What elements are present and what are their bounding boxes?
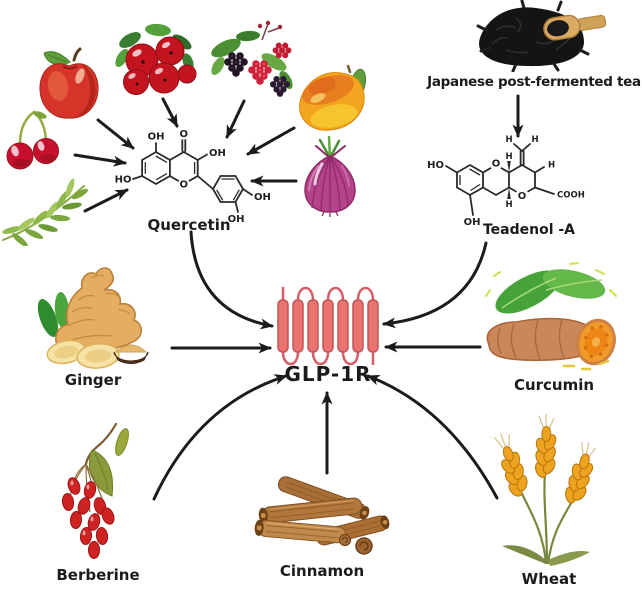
glp1r-receptor-image xyxy=(272,280,388,372)
raspberry xyxy=(248,60,272,85)
mango-image xyxy=(292,64,374,138)
blackberry xyxy=(224,52,248,77)
cranberries-image xyxy=(110,20,198,102)
tea-pile-image xyxy=(466,0,608,72)
teadenol-h-right: H xyxy=(548,161,555,171)
onion-image xyxy=(296,134,364,218)
turmeric-cut-disc xyxy=(576,318,616,366)
wooden-scoop xyxy=(543,14,607,41)
cinnamon-image xyxy=(246,468,398,566)
teadenol-h-bottom: H xyxy=(505,200,512,210)
ginger-image xyxy=(26,252,154,370)
wheat-image xyxy=(484,414,608,568)
berberine-label: Berberine xyxy=(56,566,140,584)
teadenol-ho: HO xyxy=(427,160,444,171)
arrow-teadenol-to-glp1r xyxy=(382,241,488,329)
teadenol-ring-o-bottom: O xyxy=(518,191,527,202)
wheat-label: Wheat xyxy=(521,570,577,588)
quercetin-structure: O O OH HO OH OH OH xyxy=(114,116,274,226)
wheat-ear xyxy=(535,414,557,478)
curcumin-image xyxy=(476,256,626,374)
wheat-ear xyxy=(565,441,597,504)
teadenol-h-methylene-left: H xyxy=(505,135,512,145)
quercetin-oh5: OH xyxy=(148,132,165,143)
quercetin-oh4p: OH xyxy=(254,192,271,203)
teadenol-h-methylene-right: H xyxy=(531,135,538,145)
teadenol-structure: HO OH O O H H H H H COOH xyxy=(424,128,636,240)
herb-sprig-image xyxy=(0,176,88,246)
blackberry xyxy=(269,75,291,97)
teadenol-ring-o-top: O xyxy=(492,159,501,170)
raspberry xyxy=(272,42,292,59)
teadenol-cooh: COOH xyxy=(557,191,585,201)
teadenol-label: Teadenol -A xyxy=(482,222,576,238)
tea-label: Japanese post-fermented tea xyxy=(427,74,641,90)
berries-image xyxy=(202,18,294,108)
teadenol-h-top: H xyxy=(505,152,512,162)
quercetin-label: Quercetin xyxy=(147,216,231,234)
cherries-image xyxy=(2,106,68,176)
cinnamon-label: Cinnamon xyxy=(279,562,365,580)
ginger-label: Ginger xyxy=(64,371,122,389)
quercetin-ho7: HO xyxy=(115,175,132,186)
quercetin-oh3: OH xyxy=(209,148,226,159)
arrow-quercetin-to-glp1r xyxy=(189,230,274,330)
powder-bowl xyxy=(113,344,149,364)
glp1r-label: GLP-1R xyxy=(284,362,372,386)
quercetin-oh3p: OH xyxy=(228,214,245,225)
quercetin-ketone-o: O xyxy=(180,129,189,140)
wheat-ear xyxy=(493,433,528,497)
curcumin-label: Curcumin xyxy=(513,376,595,394)
berberine-image xyxy=(50,422,140,562)
quercetin-ring-o: O xyxy=(180,180,189,191)
apple-image xyxy=(36,46,102,120)
teadenol-oh: OH xyxy=(464,217,481,228)
